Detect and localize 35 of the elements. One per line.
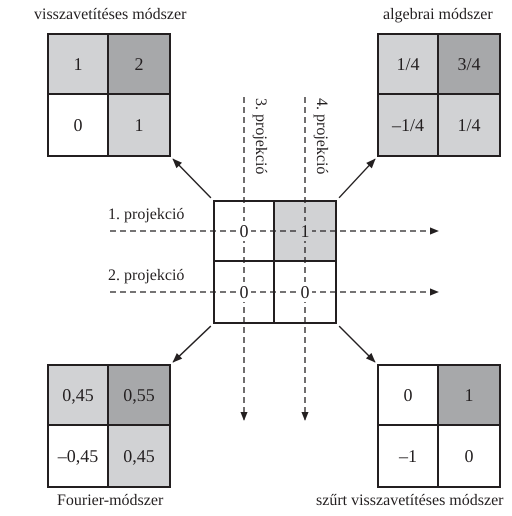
arrow (172, 326, 212, 363)
projection-label: 4. projekció (313, 98, 330, 174)
grid-cell (49, 366, 109, 426)
grid-title: Fourier-módszer (57, 492, 164, 510)
grid-cell (109, 426, 169, 486)
grid-cell (379, 35, 439, 95)
cell-value: 0 (298, 282, 312, 302)
projection-label: 2. projekció (108, 267, 184, 284)
grid-cell (109, 35, 169, 95)
grid-cell (439, 95, 499, 155)
grid-box (377, 33, 501, 157)
grid-cell (379, 95, 439, 155)
projection-label: 1. projekció (108, 206, 184, 223)
cell-value: 0 (238, 221, 250, 241)
grid-cell (109, 366, 169, 426)
arrow (172, 158, 212, 198)
grid-title: algebrai módszer (383, 6, 493, 24)
cell-value: 0 (238, 282, 250, 302)
arrow (338, 326, 376, 363)
grid-cell (275, 202, 335, 262)
grid-box (47, 364, 171, 488)
cell-value: 1 (298, 221, 312, 241)
arrow (338, 158, 376, 198)
grid-cell (215, 202, 275, 262)
grid-cell (439, 366, 499, 426)
grid-cell (49, 35, 109, 95)
grid-cell (109, 95, 169, 155)
grid-cell (379, 366, 439, 426)
projection-label: 3. projekció (252, 98, 269, 174)
grid-title: visszavetítéses módszer (34, 6, 186, 24)
grid-cell (439, 35, 499, 95)
grid-box (377, 364, 501, 488)
grid-box (47, 33, 171, 157)
grid-box (213, 200, 337, 324)
grid-title: szűrt visszavetítéses módszer (316, 492, 504, 510)
